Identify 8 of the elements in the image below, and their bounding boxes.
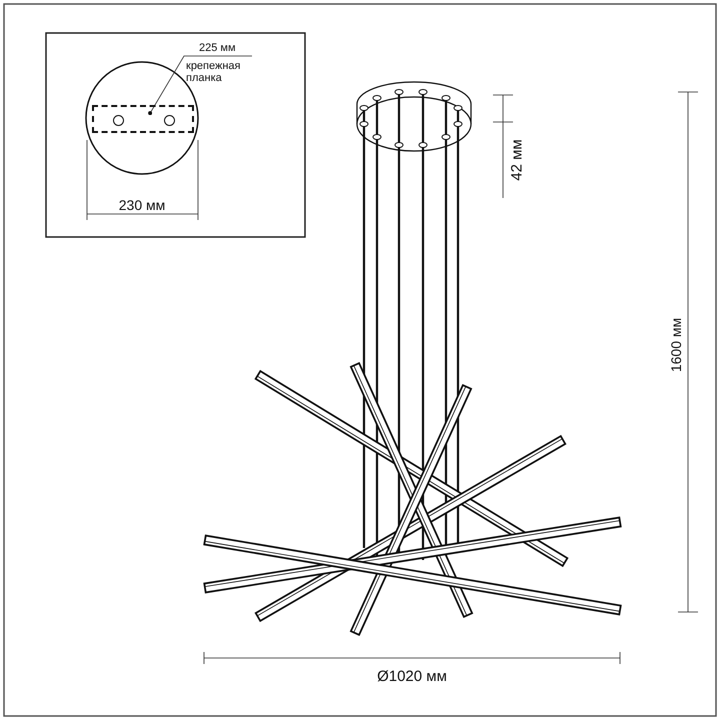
dimension-label: Ø1020 мм <box>377 669 447 684</box>
mounting-plate <box>92 105 194 133</box>
callout-label: крепежная планка <box>186 60 252 84</box>
leader-line <box>148 56 252 116</box>
dimension-label: 1600 мм <box>669 318 683 372</box>
dimension-label: 230 мм <box>118 198 166 212</box>
dimension-label: 225 мм <box>199 43 236 54</box>
dimension-label: 42 мм <box>510 139 524 181</box>
